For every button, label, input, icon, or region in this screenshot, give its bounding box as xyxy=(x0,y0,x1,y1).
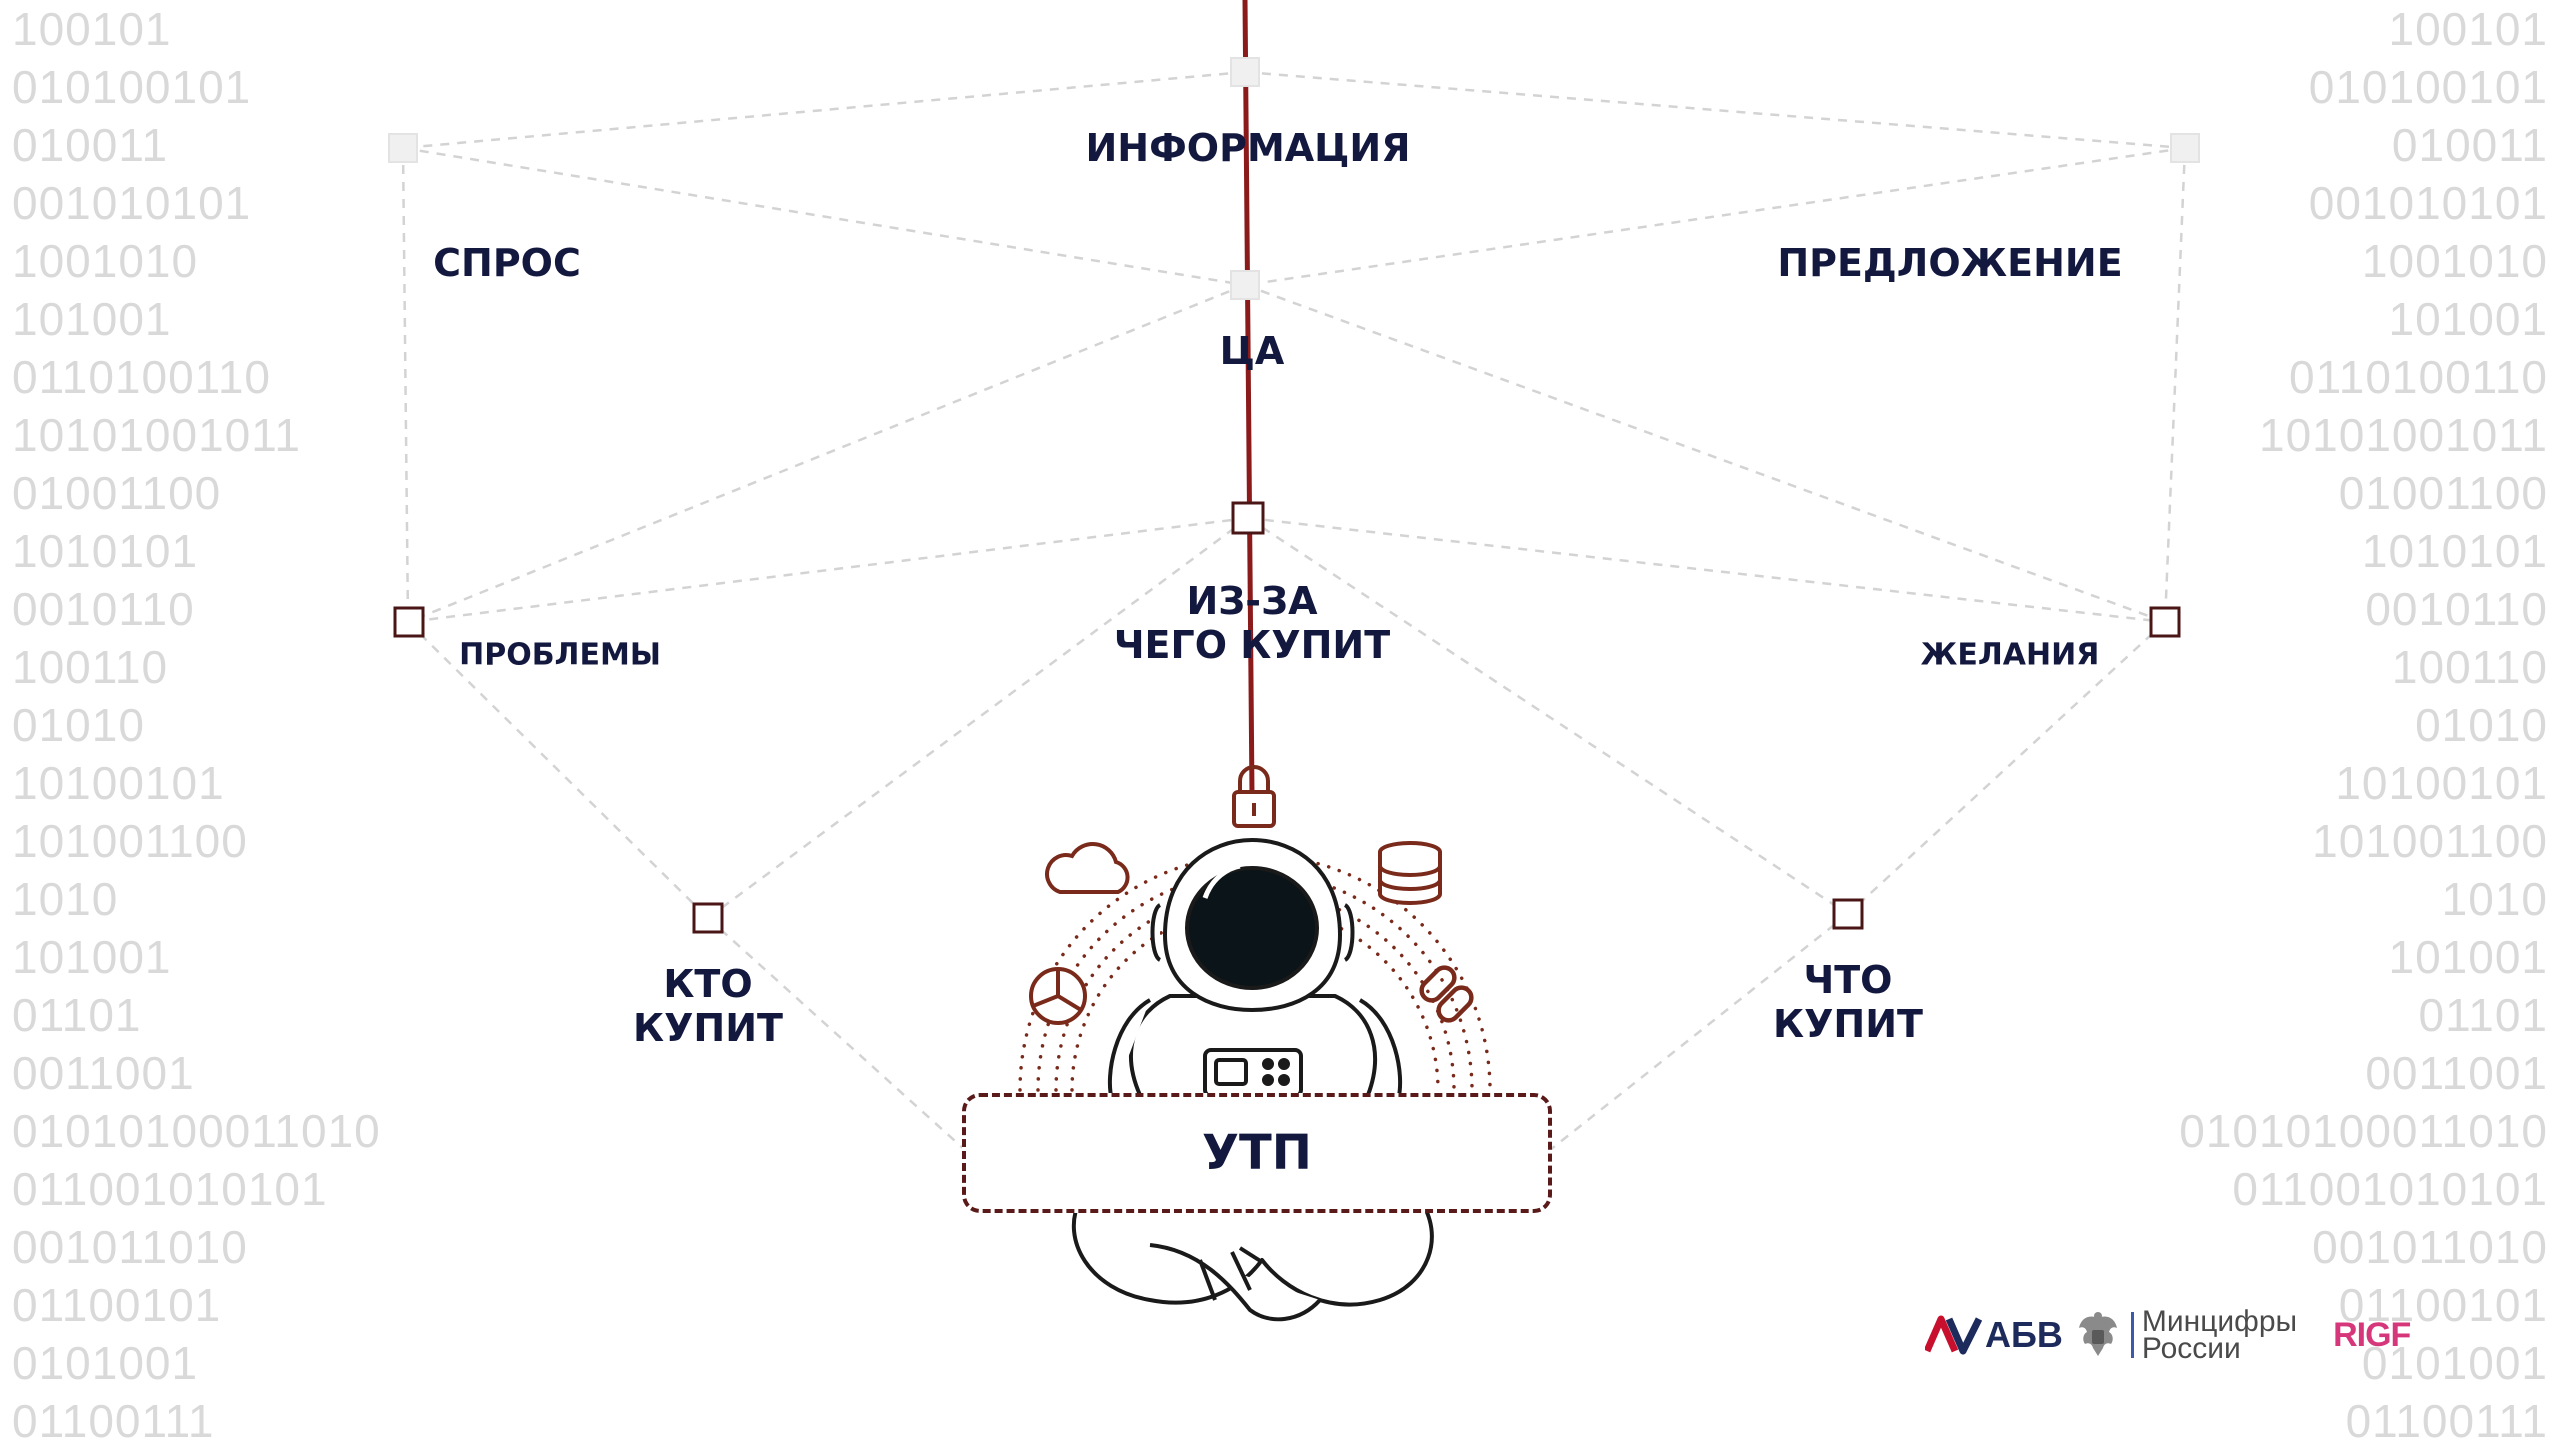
binary-line-left: 01010 xyxy=(12,699,145,751)
label-demand: СПРОС xyxy=(433,241,581,285)
binary-line-left: 101001 xyxy=(12,293,172,345)
binary-line-left: 1001010 xyxy=(12,235,199,287)
binary-line-right: 100110 xyxy=(2391,641,2548,693)
label-what-buys-line1: ЧТО xyxy=(1803,958,1893,1002)
binary-line-left: 010011 xyxy=(12,119,169,171)
label-target-audience: ЦА xyxy=(1219,329,1285,373)
binary-line-right: 100101 xyxy=(2388,3,2548,55)
label-what-buys-line2: КУПИТ xyxy=(1773,1002,1923,1046)
pie-chart-icon xyxy=(1029,967,1087,1025)
binary-line-left: 0110100110 xyxy=(12,351,272,403)
light-nodes xyxy=(388,57,2200,300)
binary-line-right: 01100101 xyxy=(2338,1279,2548,1331)
label-who-buys-line1: КТО xyxy=(663,962,753,1006)
binary-line-left: 001011010 xyxy=(12,1221,248,1273)
binary-line-left: 0101001 xyxy=(12,1337,199,1389)
binary-line-right: 0101001 xyxy=(2361,1337,2548,1389)
binary-line-left: 001010101 xyxy=(12,177,252,229)
logo-abv-text: АБВ xyxy=(1985,1314,2063,1355)
usp-box: УТП xyxy=(962,1093,1552,1213)
label-who-buys: КТО КУПИТ xyxy=(633,962,783,1050)
label-what-buys: ЧТО КУПИТ xyxy=(1773,958,1923,1046)
binary-line-left: 010100101 xyxy=(12,61,252,113)
binary-line-left: 01100101 xyxy=(12,1279,222,1331)
label-why-buy-line2: ЧЕГО КУПИТ xyxy=(1113,623,1391,667)
binary-line-right: 1001010 xyxy=(2361,235,2548,287)
binary-line-left: 10101001011 xyxy=(12,409,301,461)
binary-line-left: 10100101 xyxy=(12,757,225,809)
logo-ministry-line2: России xyxy=(2141,1332,2241,1365)
binary-line-right: 01101 xyxy=(2418,989,2548,1041)
binary-line-right: 010100101 xyxy=(2308,61,2548,113)
binary-line-right: 1010 xyxy=(2441,873,2548,925)
label-who-buys-line2: КУПИТ xyxy=(633,1006,783,1050)
binary-line-left: 1010101 xyxy=(12,525,199,577)
dark-nodes xyxy=(393,501,2181,934)
link-icon xyxy=(1419,965,1474,1023)
dashed-connectors xyxy=(401,70,2187,1151)
binary-line-right: 01001100 xyxy=(2338,467,2548,519)
binary-line-right: 001011010 xyxy=(2312,1221,2548,1273)
label-desires: ЖЕЛАНИЯ xyxy=(1920,637,2100,673)
binary-line-left: 101001 xyxy=(12,931,172,983)
logo-ministry: Минцифры России xyxy=(2141,1305,2298,1365)
logo-rigf: RIGF xyxy=(2333,1315,2411,1354)
binary-line-right: 10101001011 xyxy=(2259,409,2548,461)
abv-mark-icon xyxy=(1925,1315,1983,1355)
binary-line-left: 100101 xyxy=(12,3,172,55)
binary-line-right: 1010101 xyxy=(2361,525,2548,577)
astronaut-illustration xyxy=(1071,838,1434,1322)
binary-line-right: 01010100011010 xyxy=(2179,1105,2548,1157)
usp-label: УТП xyxy=(1202,1125,1312,1181)
binary-line-left: 1010 xyxy=(12,873,119,925)
binary-line-left: 100110 xyxy=(12,641,169,693)
binary-line-right: 0110100110 xyxy=(2288,351,2548,403)
cloud-icon xyxy=(1045,842,1130,894)
binary-line-right: 0011001 xyxy=(2365,1047,2548,1099)
logo-ministry-line1: Минцифры xyxy=(2141,1305,2298,1338)
main-axis-line xyxy=(1242,0,1255,796)
binary-line-left: 01001100 xyxy=(12,467,222,519)
label-supply: ПРЕДЛОЖЕНИЕ xyxy=(1777,241,2123,285)
label-information: ИНФОРМАЦИЯ xyxy=(1085,126,1411,170)
label-why-buy: ИЗ-ЗА ЧЕГО КУПИТ xyxy=(1114,579,1390,667)
binary-line-right: 0010110 xyxy=(2365,583,2548,635)
label-problems: ПРОБЛЕМЫ xyxy=(459,637,661,673)
russian-emblem-icon xyxy=(2078,1312,2117,1356)
label-why-buy-line1: ИЗ-ЗА xyxy=(1186,579,1318,623)
binary-line-left: 0011001 xyxy=(12,1047,195,1099)
binary-line-right: 101001100 xyxy=(2312,815,2548,867)
binary-line-right: 10100101 xyxy=(2335,757,2548,809)
binary-line-right: 01010 xyxy=(2415,699,2548,751)
binary-line-right: 010011 xyxy=(2391,119,2548,171)
binary-line-right: 101001 xyxy=(2388,293,2548,345)
binary-line-left: 01101 xyxy=(12,989,142,1041)
database-icon xyxy=(1378,841,1442,905)
binary-line-left: 01100111 xyxy=(12,1395,215,1447)
binary-line-left: 011001010101 xyxy=(12,1163,328,1215)
logo-abv: АБВ xyxy=(1925,1314,2063,1356)
binary-line-left: 101001100 xyxy=(12,815,248,867)
binary-line-right: 01100111 xyxy=(2345,1395,2548,1447)
partner-logos: АБВ Минцифры России RIGF xyxy=(1925,1305,2411,1365)
logo-divider xyxy=(2130,1312,2134,1358)
binary-line-right: 011001010101 xyxy=(2232,1163,2548,1215)
binary-line-left: 01010100011010 xyxy=(12,1105,381,1157)
binary-line-right: 101001 xyxy=(2388,931,2548,983)
binary-line-left: 0010110 xyxy=(12,583,195,635)
binary-line-right: 001010101 xyxy=(2308,177,2548,229)
lock-icon xyxy=(1232,765,1276,828)
